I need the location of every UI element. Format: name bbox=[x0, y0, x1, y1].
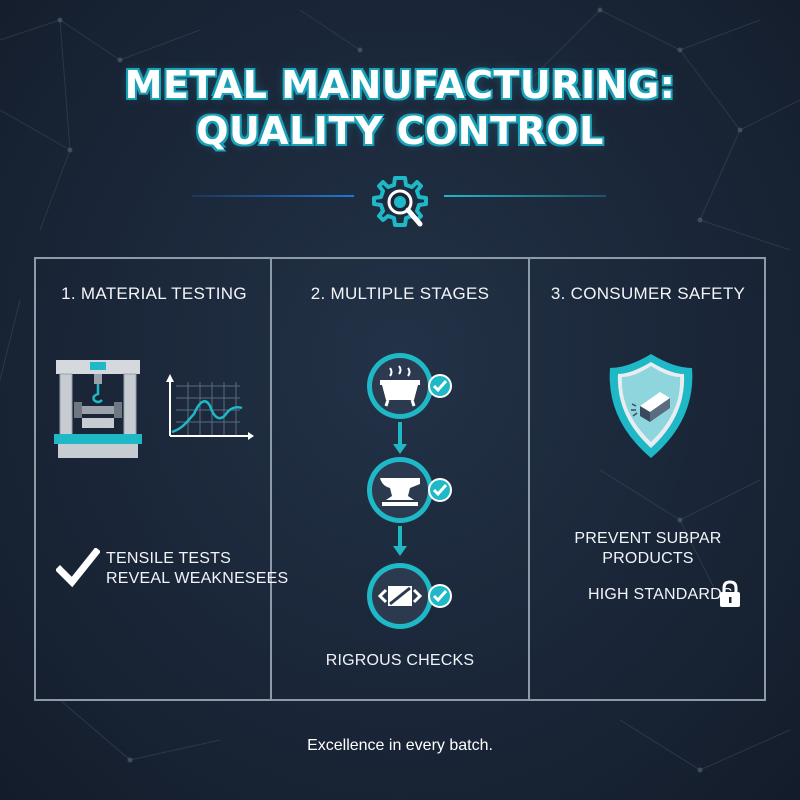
panel-title-consumer-safety: 3. CONSUMER SAFETY bbox=[550, 284, 746, 303]
caption-tensile-line-2: REVEAL WEAKNESEES bbox=[106, 570, 289, 587]
check-circle-icon bbox=[428, 584, 452, 608]
check-circle-icon bbox=[428, 374, 452, 398]
metal-bar-icon bbox=[367, 563, 433, 629]
divider-left bbox=[192, 195, 354, 197]
stage-flow bbox=[362, 350, 462, 640]
shield-icon bbox=[604, 350, 698, 462]
caption-high-standards: HIGH STANDARDS bbox=[588, 586, 733, 603]
panels-frame bbox=[34, 257, 766, 701]
panel-title-material-testing: 1. MATERIAL TESTING bbox=[61, 284, 247, 303]
panel-separator-2 bbox=[528, 259, 530, 699]
panel-separator-1 bbox=[270, 259, 272, 699]
padlock-icon bbox=[718, 580, 742, 608]
anvil-icon bbox=[367, 457, 433, 523]
gear-magnifier-icon bbox=[366, 172, 434, 240]
tensile-testing-machine-icon bbox=[52, 358, 144, 462]
caption-prevent-line-1: PREVENT SUBPAR bbox=[574, 530, 722, 547]
checkmark-icon bbox=[55, 547, 101, 588]
stress-strain-graph-icon bbox=[160, 374, 254, 448]
crucible-icon bbox=[367, 353, 433, 419]
divider-right bbox=[444, 195, 606, 197]
caption-tensile-line-1: TENSILE TESTS bbox=[106, 550, 232, 567]
panel-title-multiple-stages: 2. MULTIPLE STAGES bbox=[310, 284, 490, 303]
footer-tagline: Excellence in every batch. bbox=[307, 737, 493, 754]
caption-rigorous-checks: RIGROUS CHECKS bbox=[325, 652, 475, 669]
title-line-1: METAL MANUFACTURING: bbox=[124, 63, 676, 107]
caption-prevent-line-2: PRODUCTS bbox=[602, 550, 694, 567]
title-line-2: QUALITY CONTROL bbox=[196, 109, 604, 153]
check-circle-icon bbox=[428, 478, 452, 502]
page-title: METAL MANUFACTURING: QUALITY CONTROL bbox=[0, 62, 800, 154]
